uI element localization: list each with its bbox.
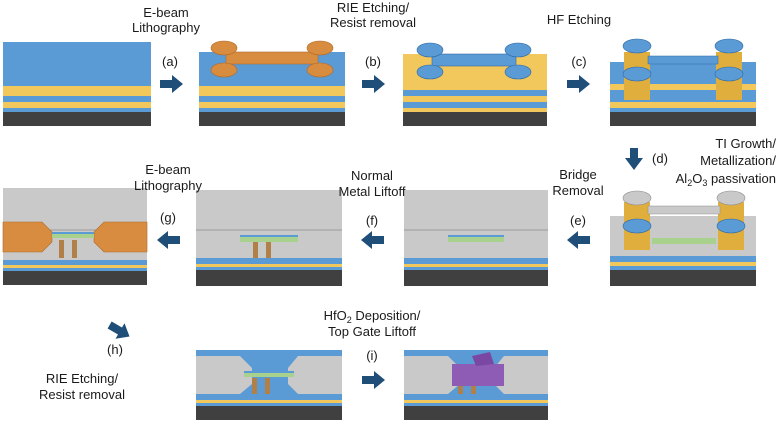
step-e-title-line1: Bridge: [559, 167, 597, 182]
step-d-letter: (d): [652, 151, 668, 166]
step-i-letter: (i): [366, 348, 378, 363]
panel-metal-liftoff: [196, 190, 342, 286]
step-b-title-line2: Resist removal: [330, 15, 416, 30]
step-g-arrow: [157, 231, 180, 249]
step-a-letter: (a): [162, 54, 178, 69]
step-d-arrow: [625, 148, 643, 170]
panel-rie-etched-device: [196, 350, 342, 420]
step-a-arrow: [160, 75, 183, 93]
panel-initial-wafer: [3, 42, 151, 126]
step-c-letter: (c): [571, 54, 586, 69]
panel-hf-etched: [610, 38, 756, 126]
step-h-arrow: [107, 321, 130, 339]
step-a-title-line2: Lithography: [132, 20, 200, 35]
step-i-arrow: [362, 371, 385, 389]
step-d-title-line1: TI Growth/: [715, 136, 776, 151]
step-b-arrow: [362, 75, 385, 93]
step-c-arrow: [567, 75, 590, 93]
step-g-title-line1: E-beam: [145, 162, 191, 177]
step-i-title-line2: Top Gate Liftoff: [328, 324, 416, 339]
step-d-title-line3: Al2O3 passivation: [676, 171, 776, 188]
step-f-arrow: [361, 231, 384, 249]
step-g-letter: (g): [160, 210, 176, 225]
step-e-letter: (e): [570, 213, 586, 228]
step-e-arrow: [567, 231, 590, 249]
step-b-letter: (b): [365, 54, 381, 69]
step-f-title-line2: Metal Liftoff: [339, 184, 406, 199]
step-g-title-line2: Lithography: [134, 178, 202, 193]
panel-ti-growth: [610, 190, 756, 286]
panel-top-gate: [404, 350, 548, 420]
step-i-title-line1: HfO2 Deposition/: [324, 308, 421, 325]
panel-bridge-removed: [404, 190, 548, 286]
step-c-title-line1: HF Etching: [547, 12, 611, 27]
step-h-title-line2: Resist removal: [39, 387, 125, 402]
panel-ebeam-lithography-2: [2, 188, 148, 285]
panel-rie-etched: [403, 42, 547, 126]
step-f-letter: (f): [366, 213, 378, 228]
step-e-title-line2: Removal: [552, 183, 603, 198]
step-h-title-line1: RIE Etching/: [46, 371, 119, 386]
step-b-title-line1: RIE Etching/: [337, 0, 410, 15]
step-h-letter: (h): [107, 342, 123, 357]
step-f-title-line1: Normal: [351, 168, 393, 183]
step-d-title-line2: Metallization/: [700, 153, 776, 168]
step-a-title-line1: E-beam: [143, 5, 189, 20]
panel-ebeam-resist: [199, 40, 345, 126]
